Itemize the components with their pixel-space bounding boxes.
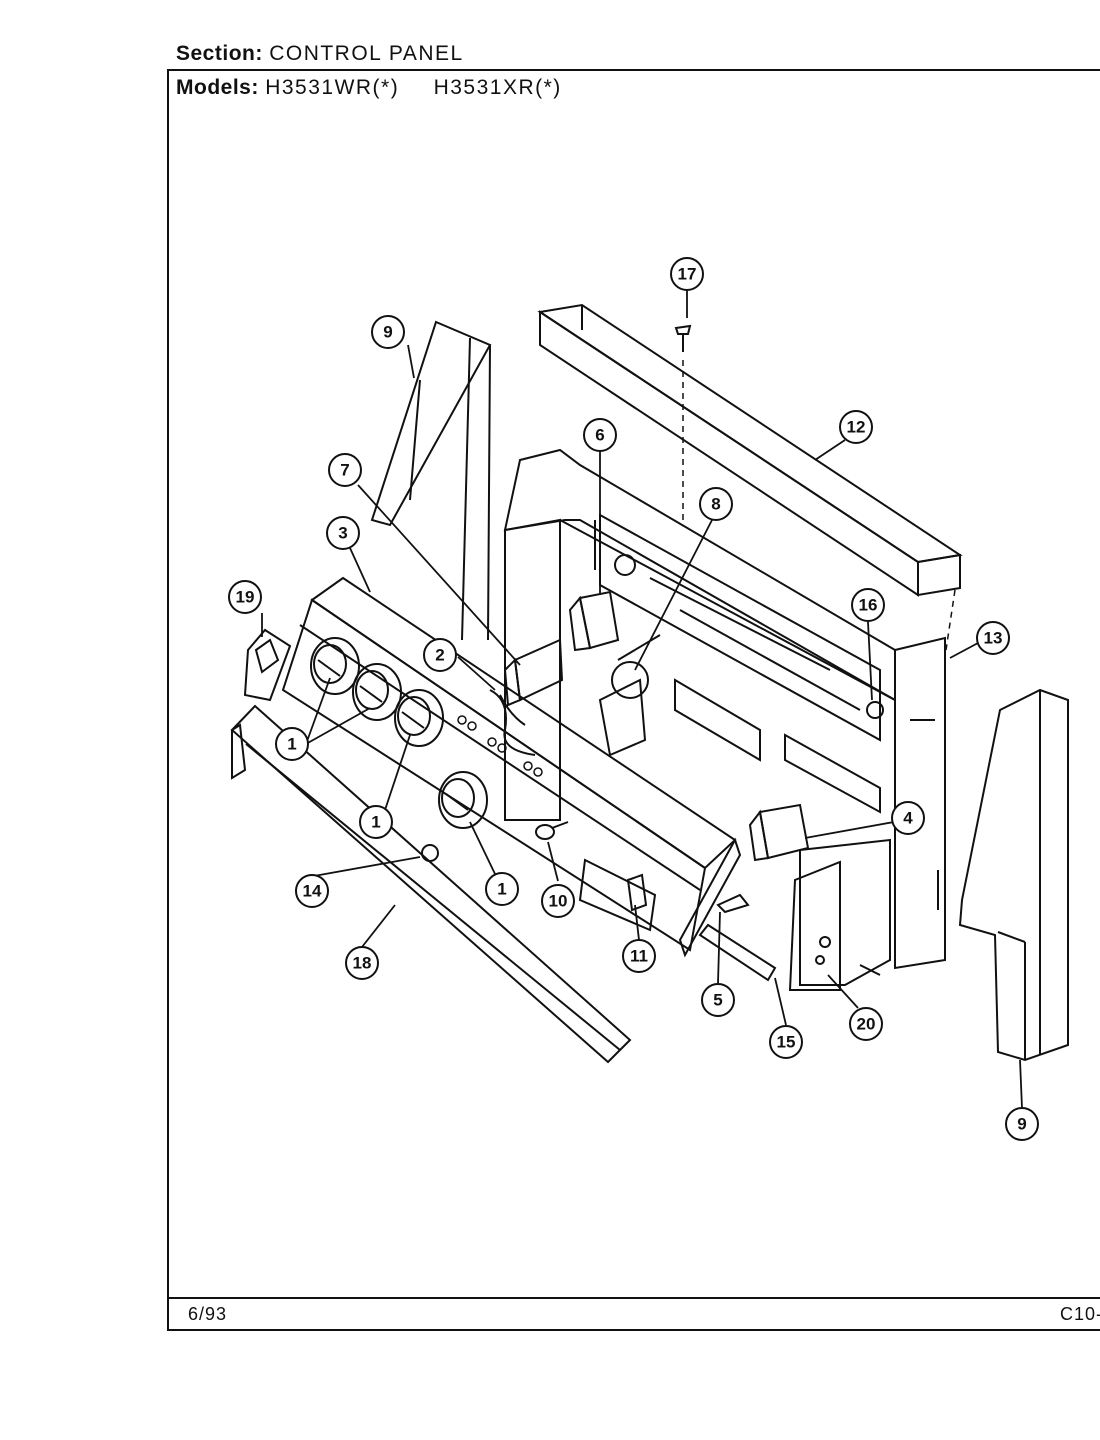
callout-17: 17 [678, 265, 697, 284]
callout-9-right: 9 [1017, 1115, 1026, 1134]
footer-date: 6/93 [188, 1304, 228, 1324]
panel-holes [457, 715, 543, 777]
mounting-clip-part [716, 893, 750, 914]
callout-3: 3 [338, 524, 347, 543]
top-channel-part [537, 303, 963, 597]
callout-6: 6 [595, 426, 604, 445]
callout-4: 4 [903, 809, 913, 828]
callout-1-b: 1 [371, 813, 380, 832]
callout-2: 2 [435, 646, 444, 665]
callout-1-c: 1 [497, 880, 506, 899]
callout-13: 13 [984, 629, 1003, 648]
indicator-light-part [535, 821, 569, 840]
callout-16: 16 [859, 596, 878, 615]
callout-9-left: 9 [383, 323, 392, 342]
lower-trim-bar-part [230, 704, 632, 1064]
callout-7: 7 [340, 461, 349, 480]
callout-5: 5 [713, 991, 722, 1010]
switch-bracket-part [503, 638, 564, 707]
selector-switch-part [598, 634, 661, 757]
control-knob-3-part [394, 689, 444, 747]
leader-lines [261, 290, 1023, 1109]
push-button-part [421, 844, 439, 862]
screw-part [674, 324, 956, 651]
component-box-part [568, 590, 620, 652]
callout-8: 8 [711, 495, 720, 514]
end-cap-right-part [958, 688, 1069, 1062]
relay-block-part [748, 803, 810, 862]
section-value: CONTROL PANEL [269, 42, 464, 65]
trim-strip-part [698, 923, 777, 982]
callout-15: 15 [777, 1033, 796, 1052]
footer-page-code: C10- [1060, 1304, 1100, 1324]
models-heading: Models: H3531WR(*) H3531XR(*) [176, 76, 562, 100]
control-knob-1-part [310, 637, 360, 695]
model-number-2: H3531XR(*) [433, 76, 562, 99]
callout-circles [228, 257, 1039, 1141]
section-heading: Section: CONTROL PANEL [176, 42, 464, 66]
callout-12: 12 [847, 418, 866, 437]
callout-14: 14 [303, 882, 322, 901]
models-label: Models: [176, 76, 259, 99]
callout-1-a: 1 [287, 735, 296, 754]
callout-11: 11 [630, 947, 648, 966]
callout-10: 10 [549, 892, 568, 911]
control-knob-2-part [352, 663, 402, 721]
frame-border [167, 69, 1100, 1331]
control-knob-4-part [438, 771, 488, 829]
section-label: Section: [176, 42, 263, 65]
wire-harness-part [489, 689, 536, 756]
side-bracket-part [788, 838, 891, 991]
control-panel-face-part [281, 576, 742, 958]
rocker-switch-part [626, 873, 648, 912]
model-number-1: H3531WR(*) [265, 76, 400, 99]
callout-18: 18 [353, 954, 372, 973]
callout-20: 20 [857, 1015, 876, 1034]
callout-19: 19 [236, 588, 255, 607]
end-trim-left-part [370, 320, 492, 641]
